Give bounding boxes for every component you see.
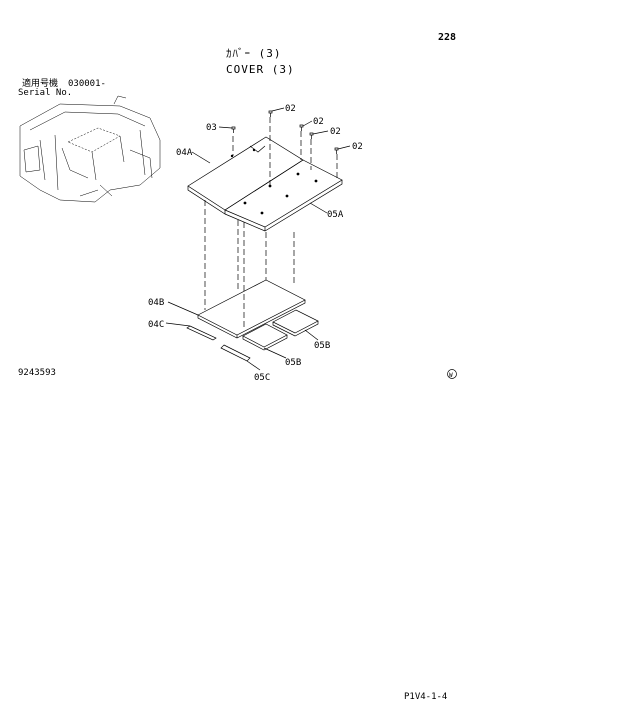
- callout-02: 02: [285, 104, 296, 114]
- callout-04a: 04A: [176, 148, 193, 158]
- serial-label-english: Serial No.: [18, 88, 73, 98]
- circled-w-mark-icon: [447, 369, 457, 379]
- callout-04c: 04C: [148, 320, 164, 330]
- callout-05b: 05B: [314, 341, 330, 351]
- callout-04b: 04B: [148, 298, 164, 308]
- title-english: COVER (3): [226, 63, 295, 76]
- callout-02: 02: [313, 117, 324, 127]
- serial-range: 030001-: [68, 79, 106, 89]
- page-number: 228: [438, 32, 457, 43]
- callout-05b: 05B: [285, 358, 301, 368]
- bolt-icons: [231, 110, 339, 154]
- strip-04c: [186, 325, 217, 341]
- strip-05c: [220, 344, 251, 362]
- title-japanese: ｶﾊﾞｰ (3): [226, 47, 282, 60]
- callout-02: 02: [330, 127, 341, 137]
- cover-05a: [224, 159, 343, 228]
- callout-02: 02: [352, 142, 363, 152]
- drawing-number: 9243593: [18, 368, 56, 378]
- machine-overview-illustration: [19, 95, 161, 203]
- callout-05a: 05A: [327, 210, 344, 220]
- pad-05b-left: [242, 323, 288, 348]
- callout-03: 03: [206, 123, 217, 133]
- serial-label-japanese: 適用号機: [22, 79, 59, 89]
- stamp-letter: W: [449, 372, 453, 379]
- pad-05b-right: [272, 309, 319, 334]
- plate-04b: [197, 279, 306, 336]
- page-code: P1V4-1-4: [404, 692, 448, 702]
- callout-05c: 05C: [254, 373, 270, 383]
- cover-04a: [187, 136, 304, 211]
